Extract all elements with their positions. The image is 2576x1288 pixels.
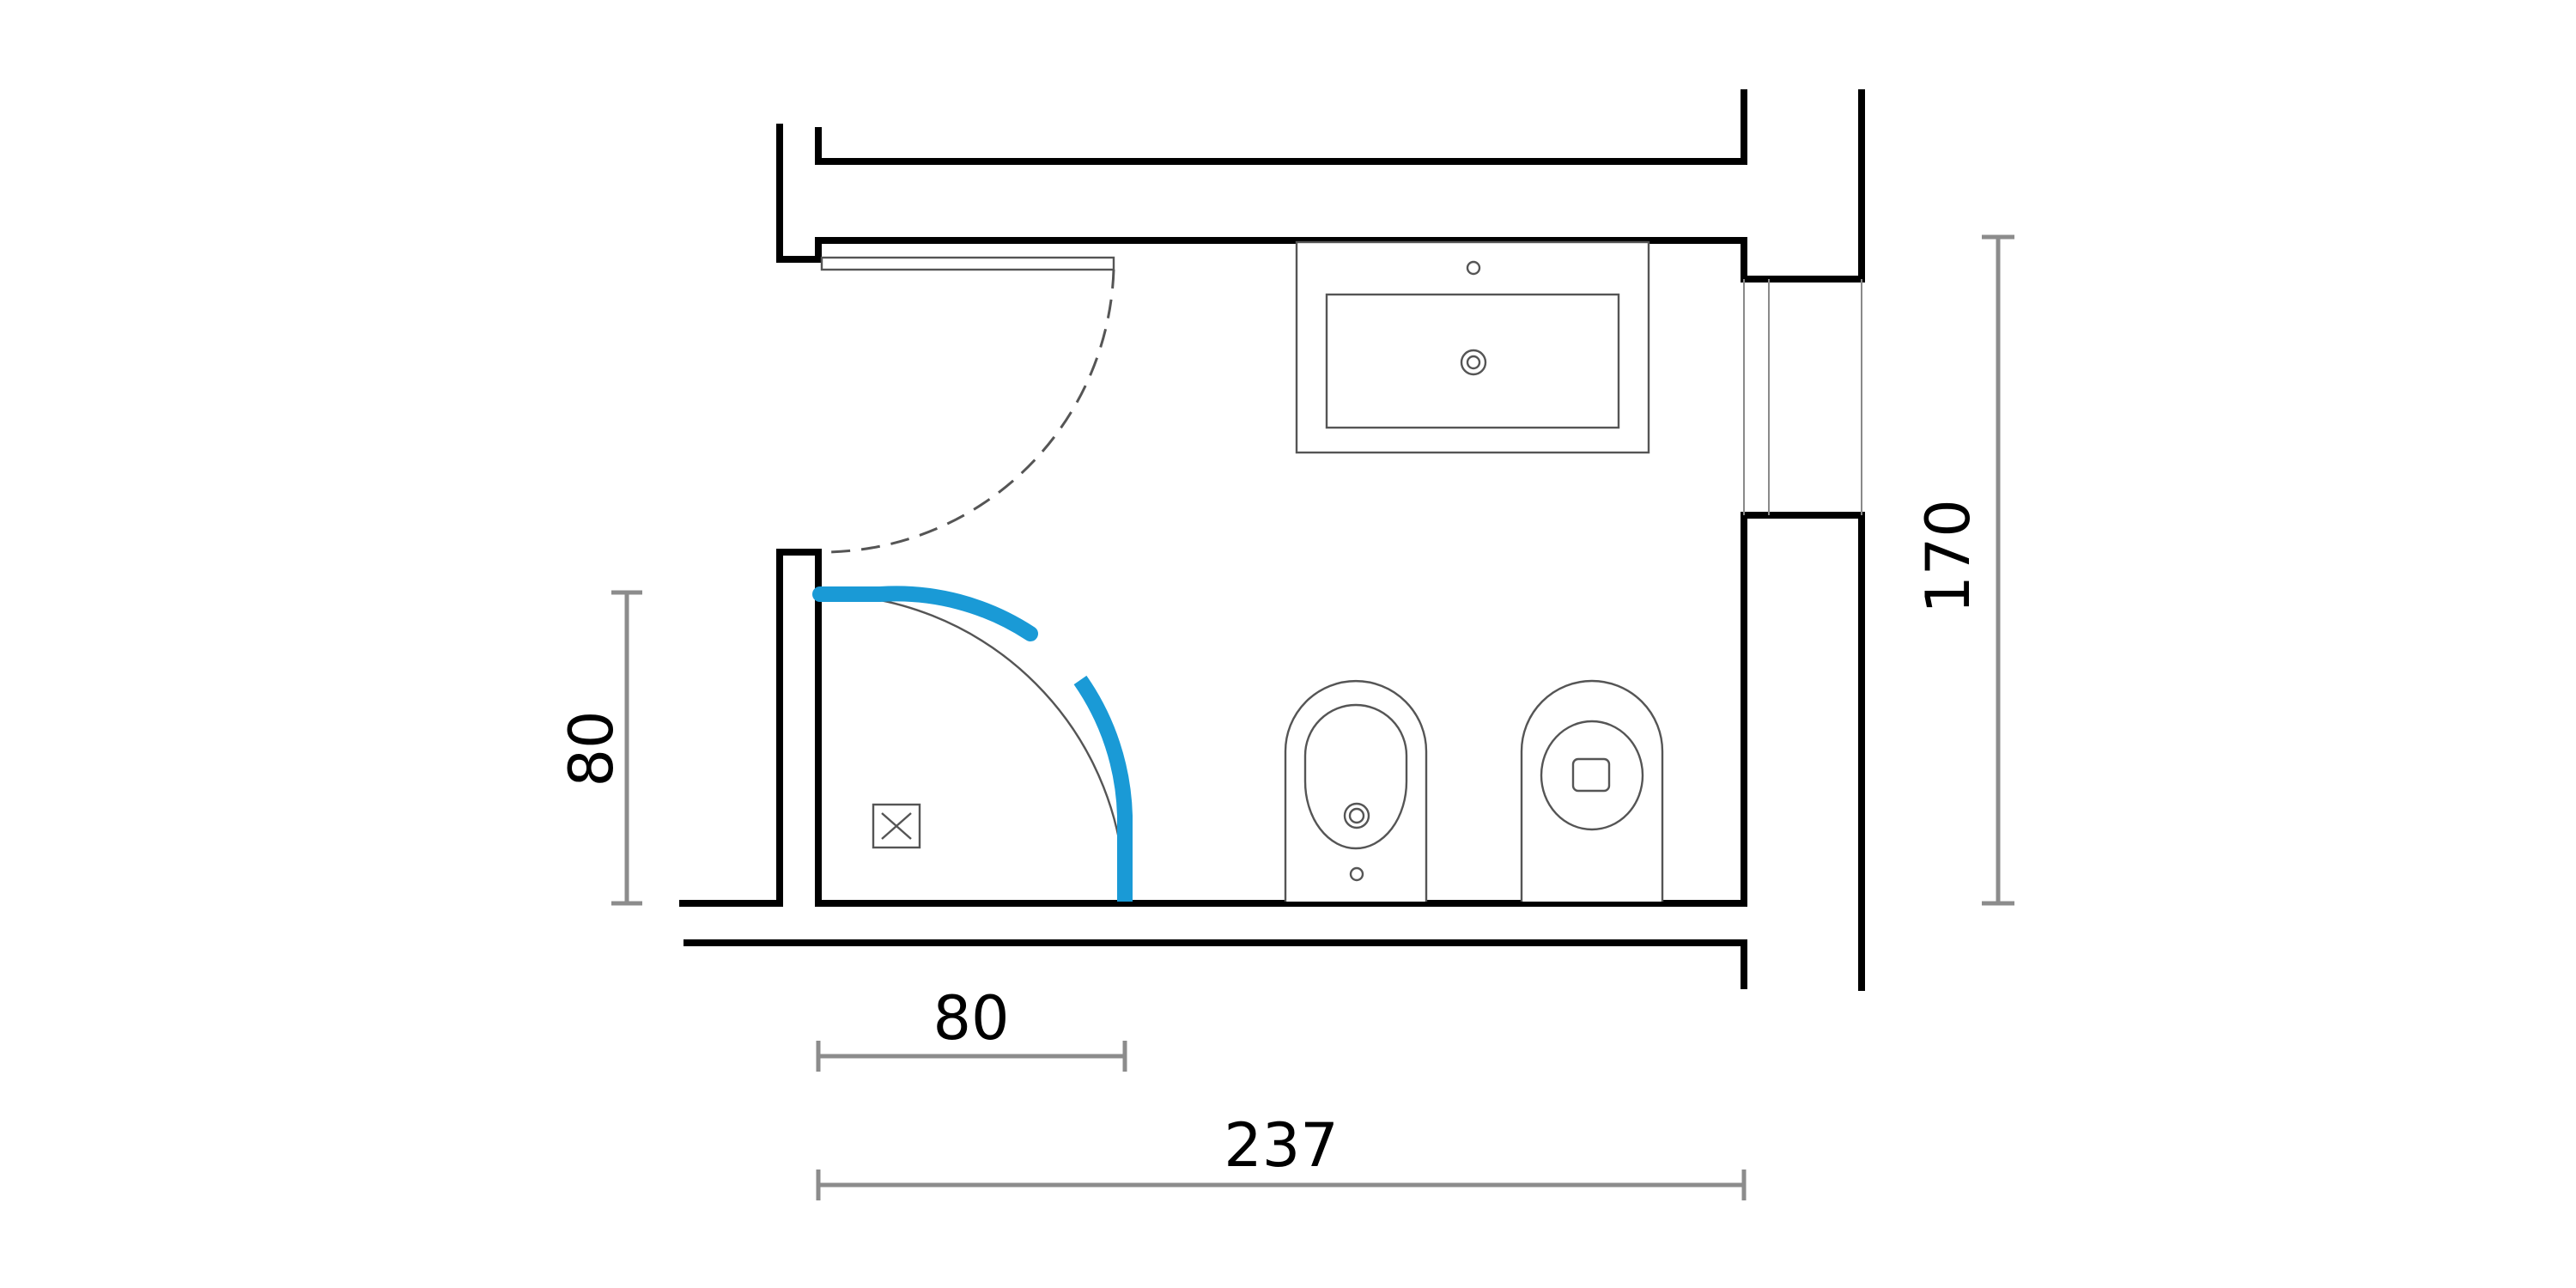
bottom-outer-wall	[683, 939, 1747, 989]
walls	[679, 89, 1865, 991]
dimension-shower-depth: 80	[556, 590, 642, 906]
bidet-icon	[1284, 679, 1428, 902]
toilet-icon	[1520, 679, 1664, 902]
washbasin-icon	[1295, 240, 1650, 454]
top-inner-wall	[776, 89, 1865, 283]
dimension-room-depth: 170	[1913, 234, 2014, 906]
dimension-room-width: 237	[816, 1110, 1747, 1200]
dimension-label-room-depth: 170	[1913, 499, 1984, 614]
top-outer-wall	[815, 89, 1747, 165]
floor-drain-icon	[872, 803, 921, 849]
door-swing-icon	[820, 256, 1115, 554]
window-icon	[1743, 279, 1862, 515]
dimension-shower-width: 80	[816, 983, 1127, 1072]
dimension-label-shower-depth: 80	[556, 710, 627, 787]
dimension-label-shower-width: 80	[933, 983, 1009, 1054]
curved-shower-screen-icon	[812, 586, 1133, 902]
dimension-label-room-width: 237	[1224, 1110, 1339, 1181]
right-wall-lower	[679, 512, 1865, 991]
